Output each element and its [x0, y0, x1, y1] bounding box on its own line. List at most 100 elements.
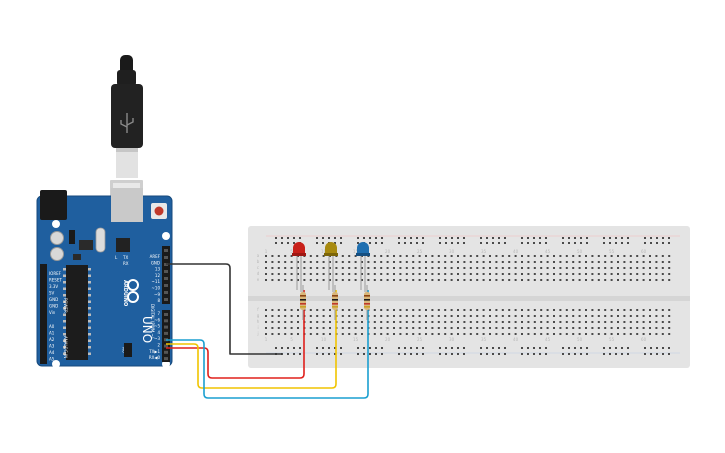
- breadboard-hole[interactable]: [533, 255, 536, 257]
- breadboard-hole[interactable]: [649, 279, 651, 281]
- breadboard-hole[interactable]: [572, 255, 575, 257]
- breadboard-hole[interactable]: [527, 279, 530, 281]
- breadboard-hole[interactable]: [386, 333, 389, 335]
- rail-hole[interactable]: [662, 242, 664, 244]
- breadboard-hole[interactable]: [565, 321, 568, 323]
- rail-hole[interactable]: [562, 237, 564, 239]
- breadboard-hole[interactable]: [495, 309, 498, 311]
- breadboard-hole[interactable]: [553, 273, 555, 275]
- breadboard-hole[interactable]: [629, 321, 632, 323]
- rail-hole[interactable]: [451, 237, 453, 239]
- breadboard-hole[interactable]: [354, 261, 357, 263]
- breadboard-hole[interactable]: [431, 261, 434, 263]
- rail-hole[interactable]: [404, 242, 406, 244]
- rail-hole[interactable]: [650, 237, 652, 239]
- breadboard-hole[interactable]: [277, 261, 280, 263]
- breadboard-hole[interactable]: [399, 267, 402, 269]
- breadboard-hole[interactable]: [559, 279, 562, 281]
- rail-hole[interactable]: [299, 347, 301, 349]
- breadboard-hole[interactable]: [418, 309, 421, 311]
- breadboard-hole[interactable]: [514, 327, 517, 329]
- rail-hole[interactable]: [486, 237, 488, 239]
- breadboard-hole[interactable]: [585, 309, 587, 311]
- header-pin[interactable]: [164, 357, 168, 361]
- breadboard-hole[interactable]: [361, 327, 363, 329]
- breadboard-hole[interactable]: [265, 333, 267, 335]
- breadboard-hole[interactable]: [649, 321, 651, 323]
- breadboard-hole[interactable]: [386, 255, 389, 257]
- breadboard-hole[interactable]: [527, 321, 530, 323]
- breadboard-hole[interactable]: [322, 315, 325, 317]
- breadboard-hole[interactable]: [425, 255, 427, 257]
- breadboard-hole[interactable]: [527, 273, 530, 275]
- breadboard-hole[interactable]: [444, 273, 447, 275]
- breadboard-hole[interactable]: [533, 261, 536, 263]
- breadboard-hole[interactable]: [316, 279, 319, 281]
- rail-hole[interactable]: [316, 242, 318, 244]
- breadboard-hole[interactable]: [265, 273, 267, 275]
- rail-hole[interactable]: [422, 237, 424, 239]
- breadboard-hole[interactable]: [636, 261, 639, 263]
- rail-hole[interactable]: [404, 353, 406, 355]
- breadboard-hole[interactable]: [348, 255, 351, 257]
- power-jack[interactable]: [40, 190, 67, 220]
- breadboard-hole[interactable]: [591, 279, 594, 281]
- rail-hole[interactable]: [568, 237, 570, 239]
- rail-hole[interactable]: [533, 347, 535, 349]
- header-pin[interactable]: [164, 291, 168, 294]
- breadboard-hole[interactable]: [559, 309, 562, 311]
- breadboard-hole[interactable]: [412, 261, 415, 263]
- breadboard-hole[interactable]: [655, 327, 658, 329]
- breadboard-hole[interactable]: [527, 333, 530, 335]
- breadboard-hole[interactable]: [297, 273, 299, 275]
- breadboard-hole[interactable]: [521, 279, 523, 281]
- breadboard-hole[interactable]: [277, 279, 280, 281]
- breadboard-hole[interactable]: [265, 321, 267, 323]
- rail-hole[interactable]: [328, 237, 330, 239]
- breadboard-hole[interactable]: [425, 315, 427, 317]
- breadboard-hole[interactable]: [482, 321, 485, 323]
- rail-hole[interactable]: [299, 353, 301, 355]
- rail-hole[interactable]: [615, 353, 617, 355]
- rail-hole[interactable]: [463, 347, 465, 349]
- breadboard-hole[interactable]: [444, 309, 447, 311]
- breadboard-hole[interactable]: [393, 261, 395, 263]
- breadboard-hole[interactable]: [341, 333, 344, 335]
- breadboard-hole[interactable]: [572, 261, 575, 263]
- breadboard-hole[interactable]: [661, 267, 664, 269]
- breadboard-hole[interactable]: [546, 279, 549, 281]
- rail-hole[interactable]: [363, 353, 365, 355]
- rail-hole[interactable]: [416, 353, 418, 355]
- breadboard-hole[interactable]: [290, 261, 293, 263]
- breadboard-hole[interactable]: [540, 315, 543, 317]
- breadboard-hole[interactable]: [393, 315, 395, 317]
- breadboard-hole[interactable]: [367, 267, 370, 269]
- rail-hole[interactable]: [527, 347, 529, 349]
- breadboard-hole[interactable]: [489, 327, 491, 329]
- breadboard-hole[interactable]: [277, 321, 280, 323]
- breadboard-hole[interactable]: [399, 309, 402, 311]
- breadboard-hole[interactable]: [527, 327, 530, 329]
- breadboard-hole[interactable]: [636, 273, 639, 275]
- rail-hole[interactable]: [410, 347, 412, 349]
- rail-hole[interactable]: [492, 242, 494, 244]
- rail-hole[interactable]: [545, 353, 547, 355]
- breadboard-hole[interactable]: [303, 261, 306, 263]
- rail-hole[interactable]: [457, 353, 459, 355]
- breadboard-hole[interactable]: [309, 273, 312, 275]
- rail-hole[interactable]: [521, 347, 523, 349]
- breadboard-hole[interactable]: [617, 333, 619, 335]
- breadboard-hole[interactable]: [508, 261, 511, 263]
- breadboard-hole[interactable]: [649, 255, 651, 257]
- breadboard-hole[interactable]: [514, 273, 517, 275]
- breadboard-hole[interactable]: [303, 279, 306, 281]
- breadboard-hole[interactable]: [303, 273, 306, 275]
- breadboard-hole[interactable]: [565, 279, 568, 281]
- breadboard-hole[interactable]: [373, 261, 376, 263]
- breadboard-hole[interactable]: [380, 315, 383, 317]
- breadboard-hole[interactable]: [489, 255, 491, 257]
- breadboard-hole[interactable]: [284, 333, 287, 335]
- breadboard-hole[interactable]: [341, 309, 344, 311]
- breadboard-hole[interactable]: [290, 255, 293, 257]
- breadboard-hole[interactable]: [329, 315, 331, 317]
